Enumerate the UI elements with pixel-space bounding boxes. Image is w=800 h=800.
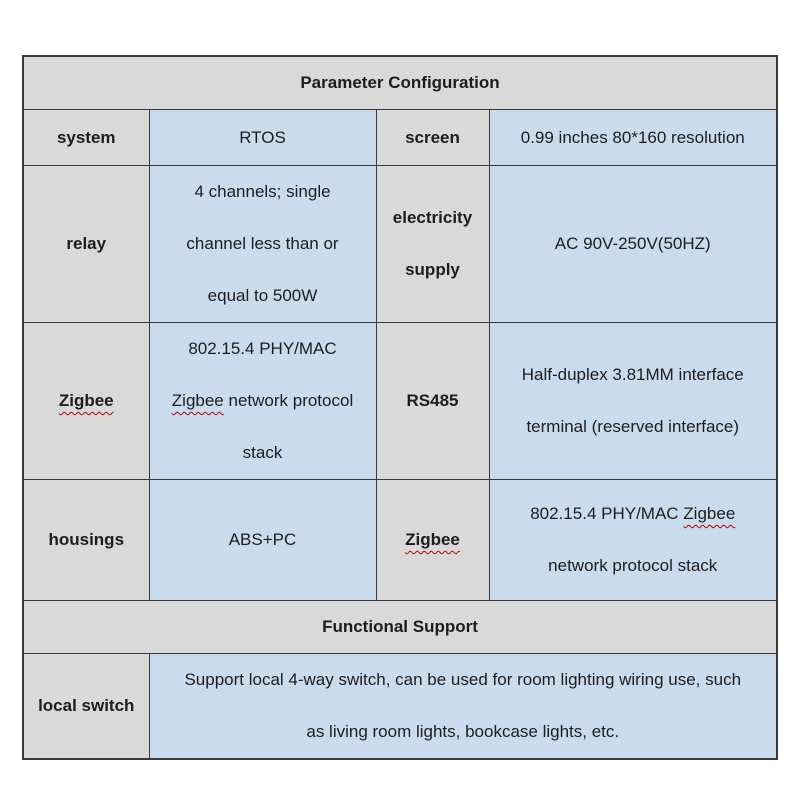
system-label-cell: system: [22, 109, 150, 166]
local-switch-value-cell: Support local 4-way switch, can be used …: [148, 653, 778, 760]
relay-value-cell: 4 channels; single channel less than or …: [148, 165, 377, 323]
spec-table: Parameter Configuration system RTOS scre…: [22, 55, 778, 760]
zigbee-value-misspelled-word: Zigbee: [171, 391, 224, 410]
relay-label-cell: relay: [22, 165, 150, 323]
zigbee-value-line3: stack: [242, 443, 283, 462]
table-row: system RTOS screen 0.99 inches 80*160 re…: [22, 109, 778, 166]
zigbee2-value-line1-pre: 802.15.4 PHY/MAC: [530, 504, 684, 523]
housings-value-cell: ABS+PC: [148, 479, 377, 601]
zigbee2-value-cell: 802.15.4 PHY/MAC Zigbee network protocol…: [488, 479, 778, 601]
table-row: relay 4 channels; single channel less th…: [22, 165, 778, 323]
zigbee2-label-misspelled-word: Zigbee: [405, 530, 460, 549]
zigbee2-value-line1: 802.15.4 PHY/MAC Zigbee: [490, 488, 776, 540]
zigbee-value-cell: 802.15.4 PHY/MAC Zigbee network protocol…: [148, 322, 377, 480]
electricity-supply-label-cell: electricity supply: [375, 165, 490, 323]
parameter-configuration-header: Parameter Configuration: [22, 55, 778, 110]
screen-value-cell: 0.99 inches 80*160 resolution: [488, 109, 778, 166]
zigbee2-value-misspelled-word: Zigbee: [683, 504, 736, 523]
table-row: Functional Support: [22, 600, 778, 654]
screen-label-cell: screen: [375, 109, 490, 166]
zigbee2-value-line2: network protocol stack: [548, 556, 718, 575]
spec-table-container: Parameter Configuration system RTOS scre…: [22, 55, 778, 760]
functional-support-header: Functional Support: [22, 600, 778, 654]
zigbee-value-line1: 802.15.4 PHY/MAC: [188, 339, 337, 358]
table-row: housings ABS+PC Zigbee 802.15.4 PHY/MAC …: [22, 479, 778, 601]
table-row: Parameter Configuration: [22, 55, 778, 110]
housings-label-cell: housings: [22, 479, 150, 601]
zigbee2-label-cell: Zigbee: [375, 479, 490, 601]
zigbee-label-misspelled-word: Zigbee: [58, 391, 114, 410]
electricity-supply-value-cell: AC 90V-250V(50HZ): [488, 165, 778, 323]
local-switch-label-cell: local switch: [22, 653, 150, 760]
rs485-label-cell: RS485: [375, 322, 490, 480]
system-value-cell: RTOS: [148, 109, 377, 166]
rs485-value-cell: Half-duplex 3.81MM interface terminal (r…: [488, 322, 778, 480]
table-row: Zigbee 802.15.4 PHY/MAC Zigbee network p…: [22, 322, 778, 480]
zigbee-value-line2-rest: network protocol: [223, 391, 354, 410]
zigbee-value-line2: Zigbee network protocol: [150, 375, 375, 427]
zigbee-label-cell: Zigbee: [22, 322, 150, 480]
table-row: local switch Support local 4-way switch,…: [22, 653, 778, 760]
